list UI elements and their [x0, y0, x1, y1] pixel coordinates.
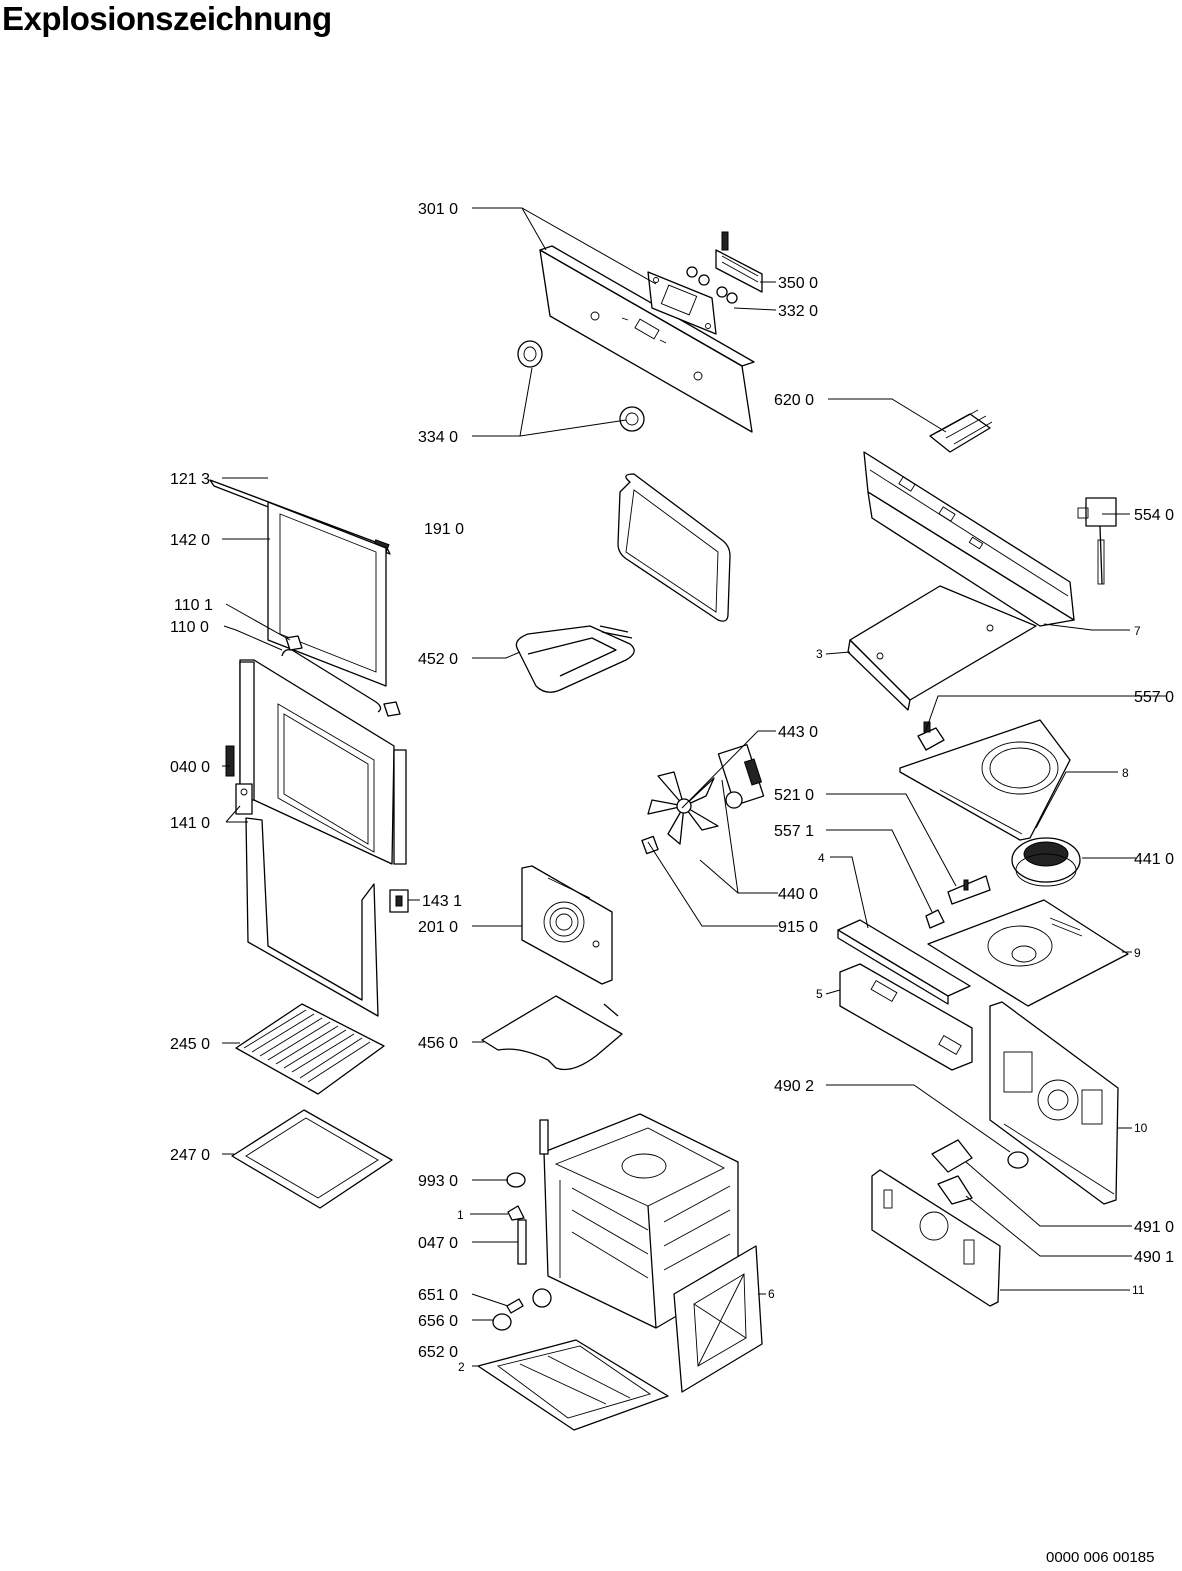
top-frame-part — [863, 451, 1075, 627]
programmer-board-part — [647, 266, 738, 335]
part-labels: 301 0 350 0 332 0 334 0 620 0 121 3 142 … — [170, 201, 1174, 1374]
cover-plate-part — [847, 585, 1037, 711]
temperature-sensor-part — [947, 875, 991, 905]
door-switch-part — [917, 721, 945, 751]
label-301-0: 301 0 — [418, 201, 458, 218]
label-7: 7 — [1134, 624, 1141, 638]
label-441-0: 441 0 — [1134, 851, 1174, 868]
control-panel-fascia-part — [539, 245, 755, 433]
lamp-parts — [506, 1172, 527, 1265]
label-491-0: 491 0 — [1134, 1219, 1174, 1236]
door-clip-part — [389, 889, 409, 913]
label-521-0: 521 0 — [774, 787, 814, 804]
label-247-0: 247 0 — [170, 1147, 210, 1164]
label-6: 6 — [768, 1287, 775, 1301]
label-245-0: 245 0 — [170, 1036, 210, 1053]
connector-block-part — [715, 231, 763, 293]
lower-element-part — [481, 995, 623, 1071]
label-11: 11 — [1132, 1283, 1145, 1297]
label-656-0: 656 0 — [418, 1313, 458, 1330]
label-557-1: 557 1 — [774, 823, 814, 840]
fan-cover-part — [521, 865, 613, 985]
label-350-0: 350 0 — [778, 275, 818, 292]
label-9: 9 — [1134, 946, 1141, 960]
fan-housing-part — [899, 719, 1071, 841]
grill-element-part — [515, 625, 635, 693]
hinge-fixings-parts — [492, 1288, 552, 1331]
label-8: 8 — [1122, 766, 1129, 780]
label-5: 5 — [816, 987, 823, 1001]
door-frame-part — [239, 659, 407, 865]
label-557-0: 557 0 — [1134, 689, 1174, 706]
label-490-2: 490 2 — [774, 1078, 814, 1095]
label-047-0: 047 0 — [418, 1235, 458, 1252]
door-gasket-part — [617, 473, 731, 622]
label-651-0: 651 0 — [418, 1287, 458, 1304]
label-2: 2 — [458, 1360, 465, 1374]
side-panel-part — [839, 963, 973, 1071]
label-490-1: 490 1 — [1134, 1249, 1174, 1266]
baking-tray-part — [231, 1109, 393, 1209]
label-452-0: 452 0 — [418, 651, 458, 668]
label-4: 4 — [818, 851, 825, 865]
label-141-0: 141 0 — [170, 815, 210, 832]
label-3: 3 — [816, 647, 823, 661]
label-10: 10 — [1134, 1121, 1148, 1135]
label-443-0: 443 0 — [778, 724, 818, 741]
oven-cavity-part — [539, 1113, 739, 1329]
control-knobs-part — [517, 340, 645, 432]
right-side-panel-part — [673, 1245, 763, 1393]
label-110-1: 110 1 — [174, 597, 213, 614]
label-332-0: 332 0 — [778, 303, 818, 320]
thermostat-part — [1077, 497, 1117, 585]
side-rail-part — [837, 919, 971, 1005]
label-334-0: 334 0 — [418, 429, 458, 446]
top-plate-part — [927, 899, 1129, 1007]
convection-fan-part — [641, 744, 765, 855]
page-title: Explosionszeichnung — [2, 0, 332, 37]
label-440-0: 440 0 — [778, 886, 818, 903]
label-993-0: 993 0 — [418, 1173, 458, 1190]
door-seal-frame-part — [245, 817, 379, 1017]
document-number: 0000 006 00185 — [1046, 1549, 1155, 1566]
switch-part — [925, 909, 945, 929]
wire-rack-part — [235, 1003, 385, 1095]
label-652-0: 652 0 — [418, 1344, 458, 1361]
rear-panel-part — [989, 1001, 1119, 1205]
label-191-0: 191 0 — [424, 521, 464, 538]
rear-cover-part — [871, 1169, 1001, 1307]
label-121-3: 121 3 — [170, 471, 210, 488]
label-142-0: 142 0 — [170, 532, 210, 549]
fan-motor-part — [1011, 837, 1081, 887]
bottom-plate-part — [477, 1339, 669, 1431]
label-915-0: 915 0 — [778, 919, 818, 936]
label-620-0: 620 0 — [774, 392, 814, 409]
terminal-block-part — [929, 409, 993, 453]
label-456-0: 456 0 — [418, 1035, 458, 1052]
label-1: 1 — [457, 1208, 464, 1222]
label-201-0: 201 0 — [418, 919, 458, 936]
label-110-0: 110 0 — [170, 619, 209, 636]
rear-components-part — [931, 1139, 1029, 1205]
label-554-0: 554 0 — [1134, 507, 1174, 524]
label-040-0: 040 0 — [170, 759, 210, 776]
label-143-1: 143 1 — [422, 893, 462, 910]
leader-lines — [222, 207, 1166, 1367]
inner-glass-part — [267, 501, 387, 687]
